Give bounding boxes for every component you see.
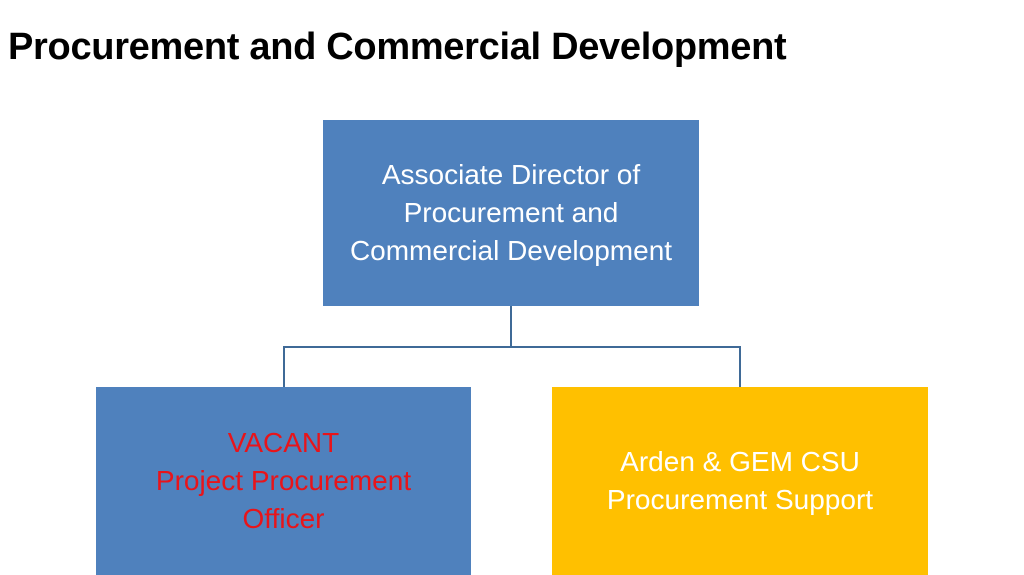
node-line: Project Procurement [155,465,412,496]
node-procurement-support-text: Arden & GEM CSU Procurement Support [607,443,873,519]
node-procurement-support: Arden & GEM CSU Procurement Support [552,387,928,575]
node-associate-director: Associate Director of Procurement and Co… [323,120,699,306]
node-line: Associate Director of [381,159,641,190]
node-line: Procurement and [403,197,619,228]
node-line: VACANT [227,427,340,458]
node-line: Officer [242,503,325,534]
node-project-procurement-officer-text: VACANT Project Procurement Officer [156,424,411,538]
node-line: Arden & GEM CSU [620,446,860,477]
page-title: Procurement and Commercial Development [8,26,787,68]
node-project-procurement-officer: VACANT Project Procurement Officer [96,387,471,575]
node-line: Procurement Support [606,484,874,515]
node-associate-director-text: Associate Director of Procurement and Co… [350,156,672,270]
node-line: Commercial Development [349,235,673,266]
